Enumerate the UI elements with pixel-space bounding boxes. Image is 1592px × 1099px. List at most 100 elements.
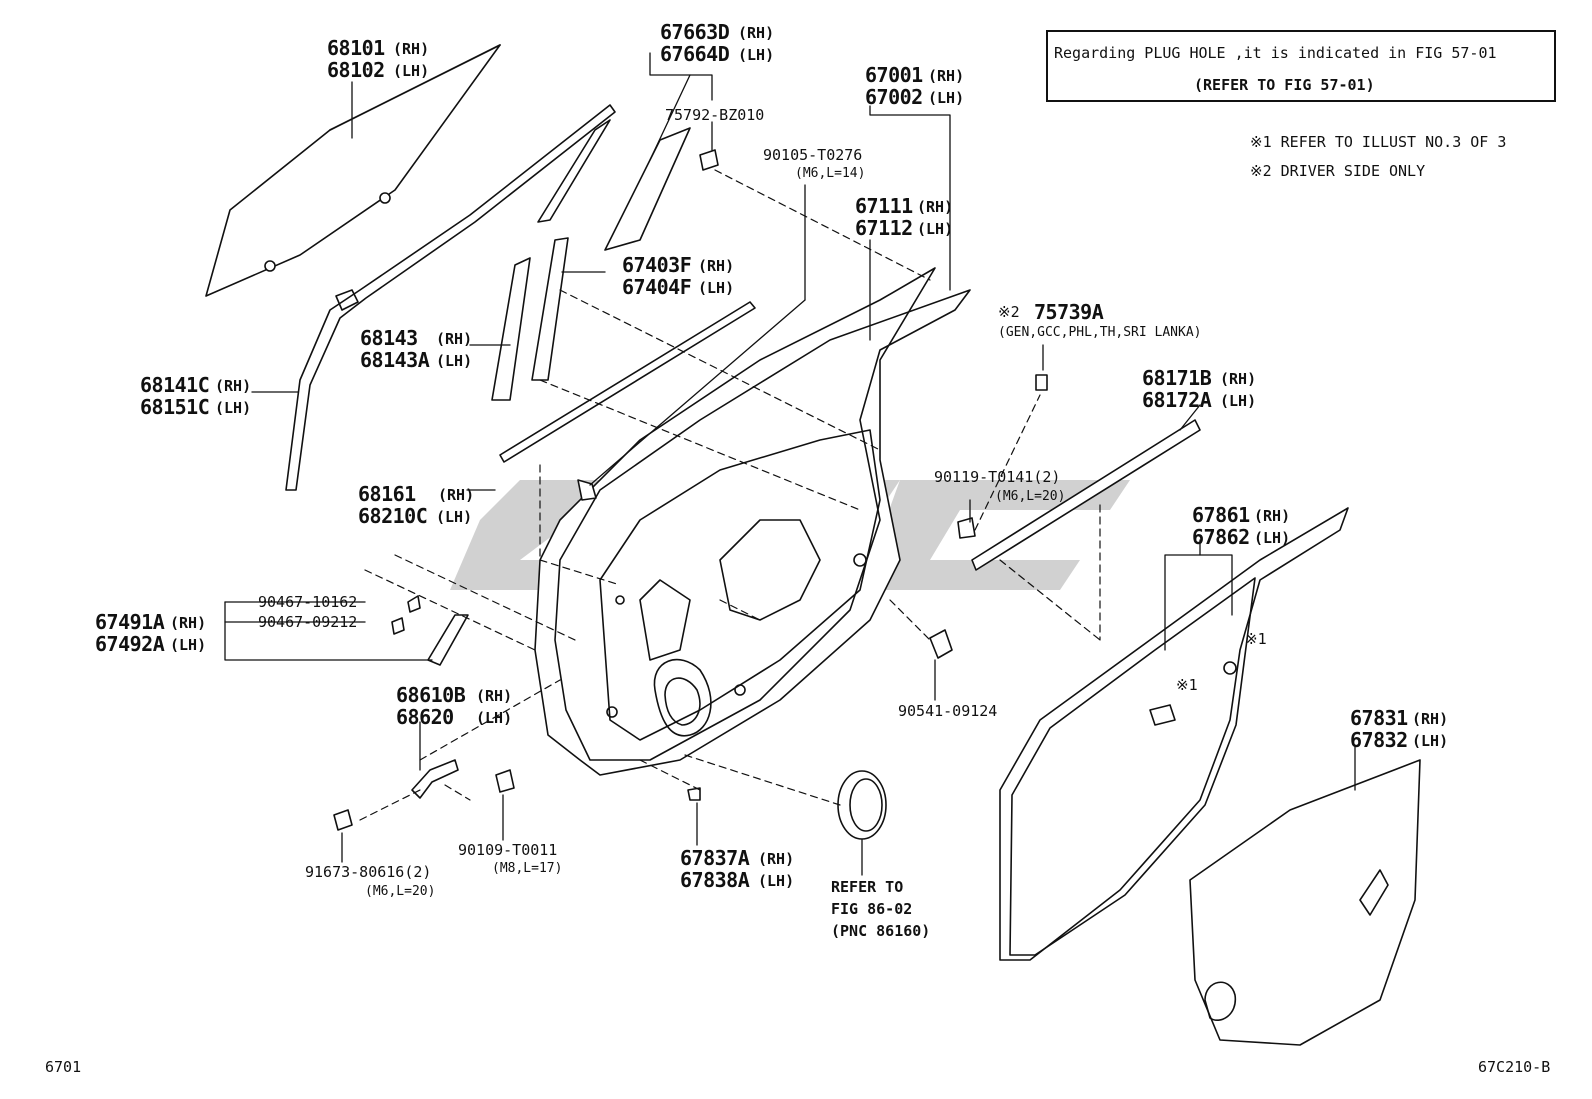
label-67404f: 67404F xyxy=(622,275,692,299)
label-75739a: 75739A xyxy=(1034,300,1104,324)
glass-run-channel xyxy=(285,104,616,491)
speaker xyxy=(837,770,887,840)
door-stop-cushion xyxy=(929,629,953,659)
bolt-90119 xyxy=(957,517,976,539)
label-67838a: 67838A xyxy=(680,868,750,892)
mark-75739a: ※2 xyxy=(998,303,1020,321)
door-check xyxy=(411,759,459,799)
suffix-rh: (RH) xyxy=(738,24,775,42)
suffix-lh: (LH) xyxy=(1254,529,1291,547)
ref-mark-1-upper: ※1 xyxy=(1245,630,1267,648)
label-68171b: 68171B xyxy=(1142,366,1212,390)
front-visor xyxy=(604,127,691,251)
inner-belt-weatherstrip xyxy=(971,419,1201,571)
seal-plug xyxy=(1035,374,1048,391)
label-68620: 68620 xyxy=(396,705,454,729)
label-67492a: 67492A xyxy=(95,632,165,656)
suffix-rh: (RH) xyxy=(476,687,513,705)
figure-code: 67C210-B xyxy=(1478,1058,1551,1076)
suffix-rh: (RH) xyxy=(436,330,473,348)
suffix-rh: (RH) xyxy=(917,198,954,216)
label-67862: 67862 xyxy=(1192,525,1250,549)
suffix-rh: (RH) xyxy=(1220,370,1257,388)
suffix-rh: (RH) xyxy=(698,257,735,275)
label-90467-09212: 90467-09212 xyxy=(258,613,358,631)
label-90467-10162: 90467-10162 xyxy=(258,593,358,611)
spec-90119: (M6,L=20) xyxy=(995,489,1066,504)
suffix-lh: (LH) xyxy=(436,508,473,526)
page-code: 6701 xyxy=(45,1058,82,1076)
label-68141c: 68141C xyxy=(140,373,210,397)
bolt-90105 xyxy=(577,479,597,501)
label-90105: 90105-T0276 xyxy=(763,146,863,164)
label-67832: 67832 xyxy=(1350,728,1408,752)
suffix-rh: (RH) xyxy=(393,40,430,58)
suffix-rh: (RH) xyxy=(1412,710,1449,728)
label-68143: 68143 xyxy=(360,326,418,350)
suffix-lh: (LH) xyxy=(476,709,513,727)
note-line-2: (REFER TO FIG 57-01) xyxy=(1194,76,1375,94)
spec-90109: (M8,L=17) xyxy=(492,861,563,876)
note-line-1: Regarding PLUG HOLE ,it is indicated in … xyxy=(1054,44,1497,62)
outer-belt-moulding xyxy=(499,301,756,463)
suffix-rh: (RH) xyxy=(438,486,475,504)
suffix-lh: (LH) xyxy=(917,220,954,238)
mirror-base-cover xyxy=(427,614,469,666)
label-67112: 67112 xyxy=(855,216,913,240)
suffix-lh: (LH) xyxy=(698,279,735,297)
label-67837a: 67837A xyxy=(680,846,750,870)
label-90541: 90541-09124 xyxy=(898,702,998,720)
suffix-rh: (RH) xyxy=(1254,507,1291,525)
suffix-rh: (RH) xyxy=(170,614,207,632)
door-opening-weatherstrip xyxy=(999,507,1349,961)
label-67831: 67831 xyxy=(1350,706,1408,730)
label-67002: 67002 xyxy=(865,85,923,109)
label-67491a: 67491A xyxy=(95,610,165,634)
label-67861: 67861 xyxy=(1192,503,1250,527)
footnote-1: ※1 REFER TO ILLUST NO.3 OF 3 xyxy=(1250,133,1507,151)
speaker-ref-line-3: (PNC 86160) xyxy=(831,922,931,940)
division-bar xyxy=(491,257,531,401)
label-67664d: 67664D xyxy=(660,42,730,66)
suffix-lh: (LH) xyxy=(393,62,430,80)
label-90119: 90119-T0141(2) xyxy=(934,468,1061,486)
label-67001: 67001 xyxy=(865,63,923,87)
label-90109: 90109-T0011 xyxy=(458,841,558,859)
suffix-lh: (LH) xyxy=(738,46,775,64)
label-67111: 67111 xyxy=(855,194,913,218)
bolt-91673 xyxy=(333,809,353,831)
suffix-rh: (RH) xyxy=(758,850,795,868)
label-68151c: 68151C xyxy=(140,395,210,419)
label-67403f: 67403F xyxy=(622,253,692,277)
suffix-rh: (RH) xyxy=(928,67,965,85)
label-68210c: 68210C xyxy=(358,504,428,528)
label-68172a: 68172A xyxy=(1142,388,1212,412)
suffix-lh: (LH) xyxy=(928,89,965,107)
speaker-ref-line-2: FIG 86-02 xyxy=(831,900,913,918)
suffix-lh: (LH) xyxy=(1220,392,1257,410)
regions-75739a: (GEN,GCC,PHL,TH,SRI LANKA) xyxy=(998,325,1202,340)
door-panel xyxy=(534,267,936,776)
suffix-lh: (LH) xyxy=(1412,732,1449,750)
label-67663d: 67663D xyxy=(660,20,730,44)
label-68101: 68101 xyxy=(327,36,385,60)
label-68610b: 68610B xyxy=(396,683,466,707)
label-75792: 75792-BZ010 xyxy=(665,106,765,124)
ref-mark-1-lower: ※1 xyxy=(1176,676,1198,694)
label-68102: 68102 xyxy=(327,58,385,82)
plug-hole-note: Regarding PLUG HOLE ,it is indicated in … xyxy=(1046,30,1556,102)
door-glass xyxy=(205,44,501,297)
speaker-ref-line-1: REFER TO xyxy=(831,878,904,896)
suffix-lh: (LH) xyxy=(215,399,252,417)
clip-67837 xyxy=(687,787,701,801)
suffix-lh: (LH) xyxy=(758,872,795,890)
spec-91673: (M6,L=20) xyxy=(365,884,436,899)
bolt-90109 xyxy=(495,769,515,793)
service-hole-cover xyxy=(1189,759,1421,1046)
footnote-2: ※2 DRIVER SIDE ONLY xyxy=(1250,162,1426,180)
suffix-rh: (RH) xyxy=(215,377,252,395)
spec-90105: (M6,L=14) xyxy=(795,166,866,181)
suffix-lh: (LH) xyxy=(436,352,473,370)
